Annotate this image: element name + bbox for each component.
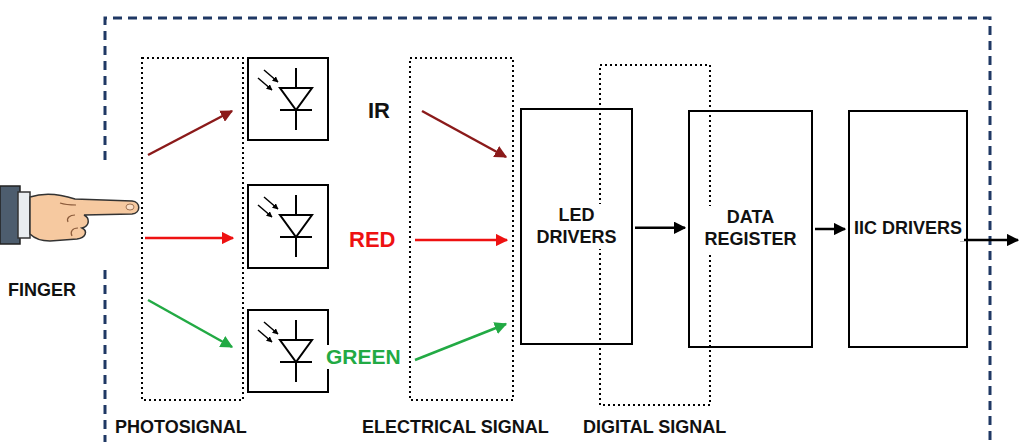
system-boundary [105,18,990,442]
box-label: LED DRIVERS [522,204,631,249]
signal-label: GREEN [326,345,401,369]
output-arrow [960,239,1018,242]
light-arrow [148,111,232,155]
hand-illustration [0,186,139,244]
process-box: IIC DRIVERS [848,110,968,348]
signal-arrow [415,239,507,242]
stage-label: ELECTRICAL SIGNAL [362,417,549,438]
group-outline [142,58,243,400]
box-label: DATA REGISTER [690,206,811,251]
part-label: FINGER [8,280,76,301]
light-arrow [148,300,232,347]
flow-arrow [635,227,685,230]
stage-label: PHOTOSIGNAL [115,417,247,438]
signal-label: IR [368,98,390,123]
light-arrow [145,237,233,240]
signal-arrow [415,324,506,360]
flow-arrow [815,228,845,231]
process-box: LED DRIVERS [520,108,633,345]
signal-arrow [422,111,506,157]
photodiode-symbol [258,68,312,130]
photodiode-symbol [248,58,328,392]
photodiode-symbol [258,195,312,257]
process-box: DATA REGISTER [688,110,813,348]
group-outline [410,58,513,400]
signal-label: RED [349,227,395,252]
stage-label: DIGITAL SIGNAL [583,417,726,438]
photodiode-symbol [258,320,312,382]
system-boundary [104,270,107,442]
box-label: IIC DRIVERS [852,217,964,241]
